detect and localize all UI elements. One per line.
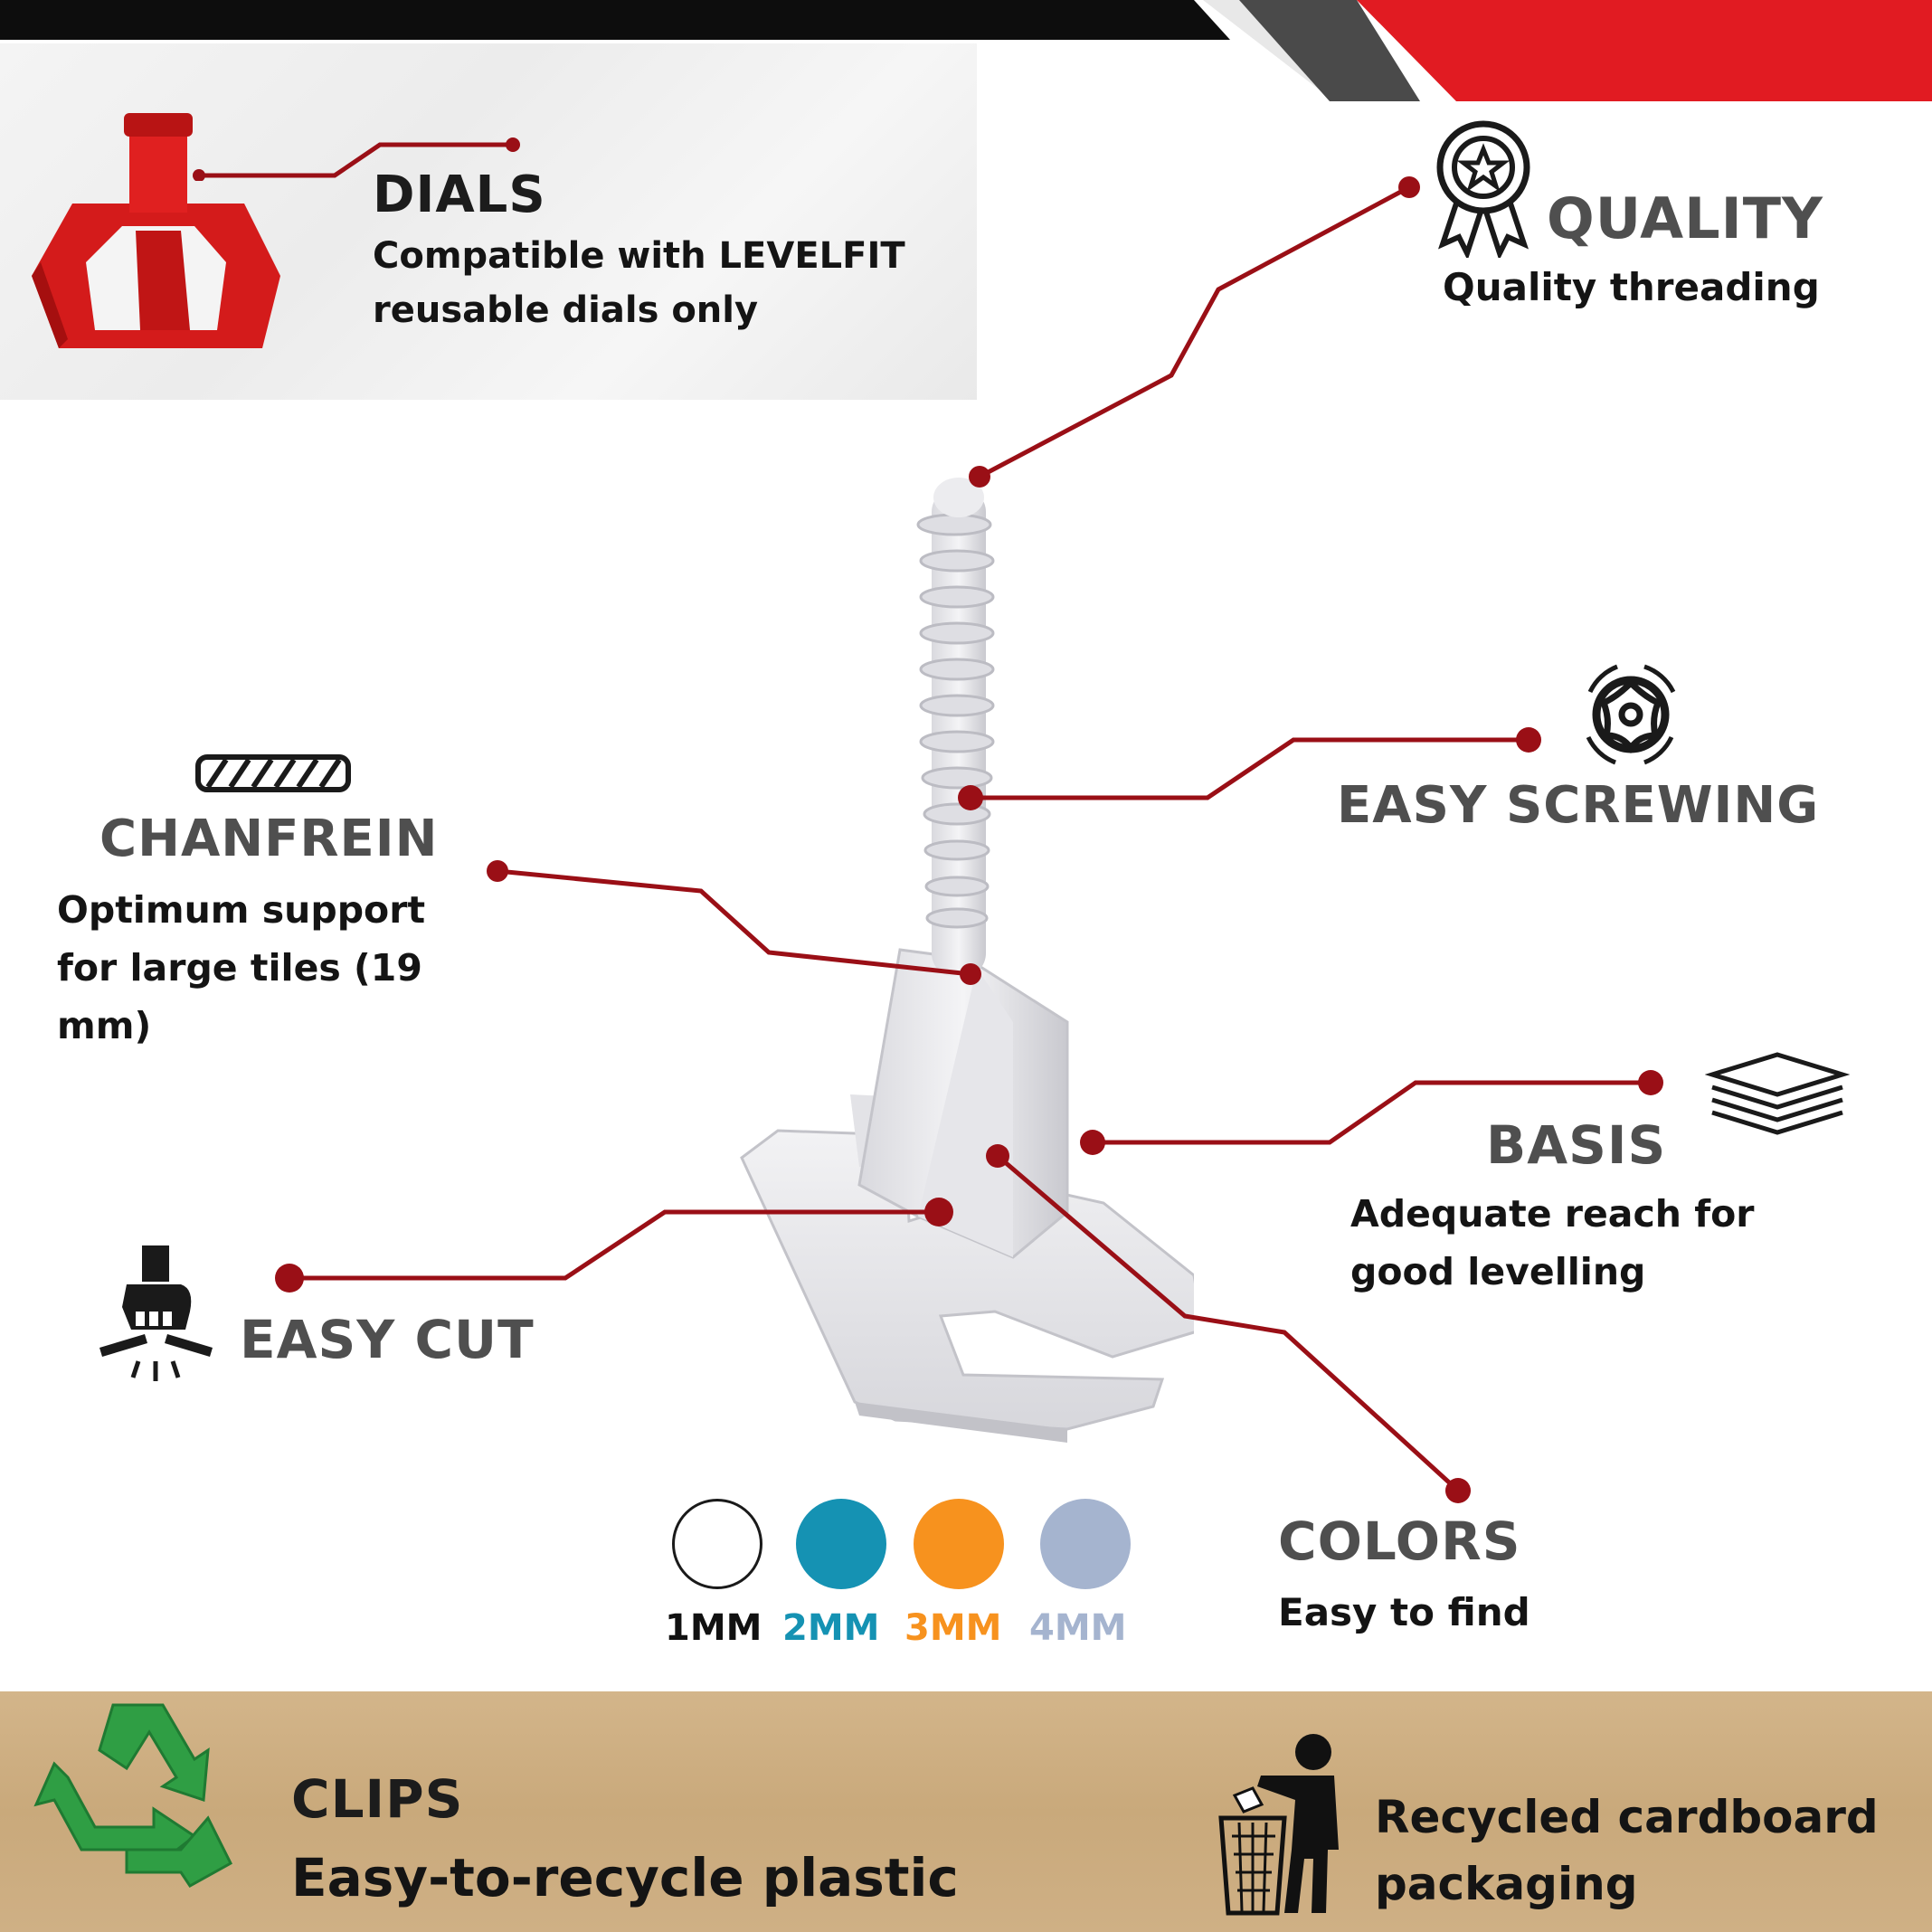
swatch-label-1mm: 1MM [665,1607,762,1649]
color-swatches: 1MM 2MM 3MM 4MM [665,1494,1153,1657]
basis-desc-line1: Adequate reach for [1350,1192,1755,1236]
dials-title: DIALS [373,166,546,224]
stacked-layers-icon [1705,1052,1850,1135]
recycle-arrows-icon [33,1703,232,1888]
cardboard-footer [0,1691,1932,1932]
packaging-line2: packaging [1375,1858,1638,1910]
packaging-line1: Recycled cardboard [1375,1791,1879,1843]
colors-title: COLORS [1278,1511,1521,1572]
swatch-2mm [796,1499,886,1589]
basis-title: BASIS [1486,1114,1667,1176]
swatch-3mm [914,1499,1004,1589]
chanfrein-desc-line3: mm) [57,1004,152,1047]
tile-leveling-clip-photo [740,478,1194,1443]
award-ribbon-icon [1436,120,1530,258]
person-trash-bin-icon [1218,1734,1339,1916]
quality-desc: Quality threading [1443,265,1820,309]
colors-desc: Easy to find [1278,1590,1530,1634]
top-banner [0,0,1932,101]
swatch-label-3mm: 3MM [904,1607,1002,1649]
easy-cut-title: EASY CUT [240,1309,535,1370]
swatch-4mm [1040,1499,1131,1589]
dials-connector-line [193,137,520,181]
chanfrein-desc-line1: Optimum support [57,888,426,932]
chamfer-bar-icon [195,754,351,792]
rotate-screw-icon [1586,664,1676,765]
chanfrein-title: CHANFREIN [99,810,439,868]
clips-desc: Easy-to-recycle plastic [291,1847,959,1908]
swatch-label-4mm: 4MM [1029,1607,1127,1649]
clips-title: CLIPS [291,1768,464,1830]
basis-desc-line2: good levelling [1350,1250,1646,1293]
fist-break-icon [99,1245,213,1381]
dials-desc-line2: reusable dials only [373,289,759,331]
chanfrein-desc-line2: for large tiles (19 [57,946,422,990]
red-dial-photo [32,113,280,348]
quality-title: QUALITY [1547,185,1823,251]
dials-desc-line1: Compatible with LEVELFIT [373,235,905,277]
easy-screwing-title: EASY SCREWING [1337,776,1820,835]
swatch-1mm [672,1499,762,1589]
swatch-label-2mm: 2MM [782,1607,880,1649]
